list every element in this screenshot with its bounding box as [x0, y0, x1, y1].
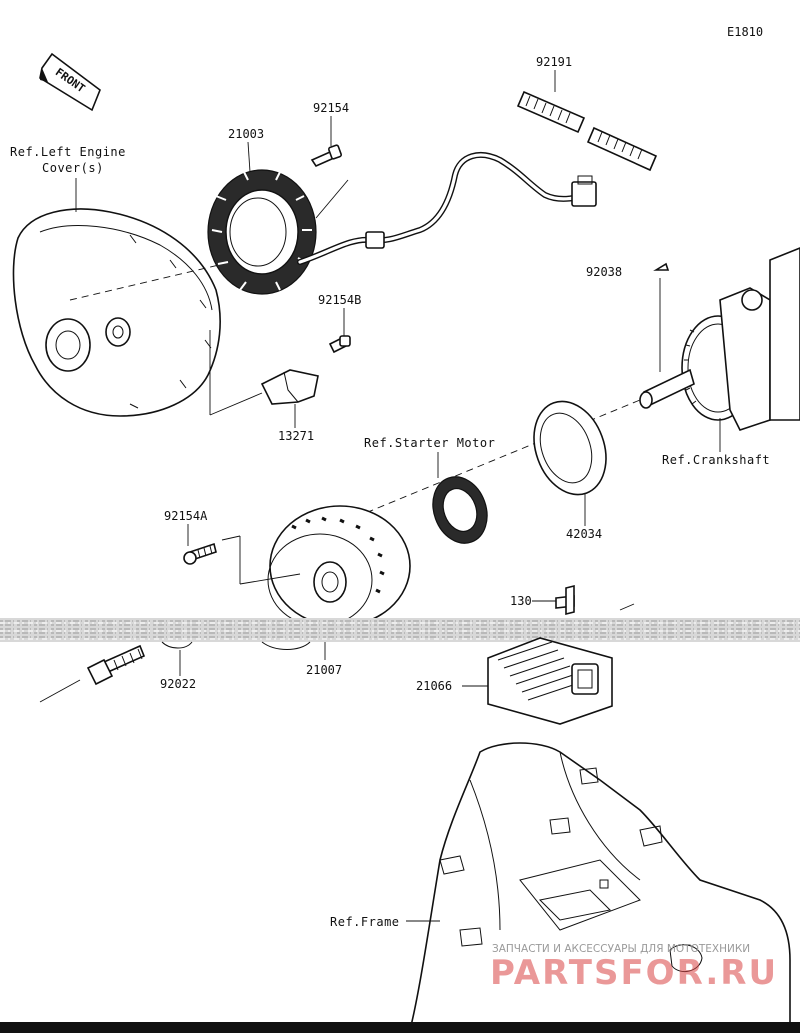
ref-left-engine-cover-line1: Ref.Left Engine [10, 145, 126, 159]
rotor-21007 [267, 505, 411, 627]
key-92038 [653, 262, 670, 271]
part-42034: 42034 [566, 527, 602, 541]
part-13271: 13271 [278, 429, 314, 443]
watermark-logo: PARTSFOR.RU [490, 953, 778, 993]
stator-wiring [297, 152, 597, 265]
stator-21003 [207, 169, 317, 295]
diagram-code: E1810 [727, 25, 763, 39]
bolt-130 [555, 584, 575, 616]
part-92022: 92022 [160, 677, 196, 691]
regulator-21066 [487, 637, 613, 725]
bolt-92154a [183, 542, 217, 565]
part-21066: 21066 [416, 679, 452, 693]
bolt-lower-left [86, 644, 146, 686]
bolt-92154 [310, 144, 342, 168]
washer-92022 [161, 641, 193, 649]
part-21007: 21007 [306, 663, 342, 677]
part-92154a: 92154A [164, 509, 208, 523]
left-engine-cover [12, 208, 221, 417]
part-21003: 21003 [228, 127, 264, 141]
bottom-bar [0, 1022, 800, 1033]
scan-noise-band [0, 618, 800, 642]
plate-13271 [260, 369, 319, 405]
part-130: 130 [510, 594, 532, 608]
crankshaft [639, 247, 800, 431]
part-92038: 92038 [586, 265, 622, 279]
frame [408, 742, 791, 1031]
ref-crankshaft: Ref.Crankshaft [662, 453, 770, 467]
ref-left-engine-cover-line2: Cover(s) [42, 161, 104, 175]
starter-clutch [432, 476, 488, 544]
ref-frame: Ref.Frame [330, 915, 400, 929]
part-92191: 92191 [536, 55, 572, 69]
watermark-subtitle: ЗАПЧАСТИ И АКСЕССУАРЫ ДЛЯ МОТОТЕХНИКИ [492, 943, 750, 955]
gear-42034 [533, 400, 607, 496]
ref-starter-motor: Ref.Starter Motor [364, 436, 495, 450]
part-92154: 92154 [313, 101, 349, 115]
bolt-92154b [328, 335, 351, 354]
studs-92191 [516, 90, 658, 172]
part-92154b: 92154B [318, 293, 361, 307]
front-arrow-icon: FRONT [39, 52, 101, 112]
